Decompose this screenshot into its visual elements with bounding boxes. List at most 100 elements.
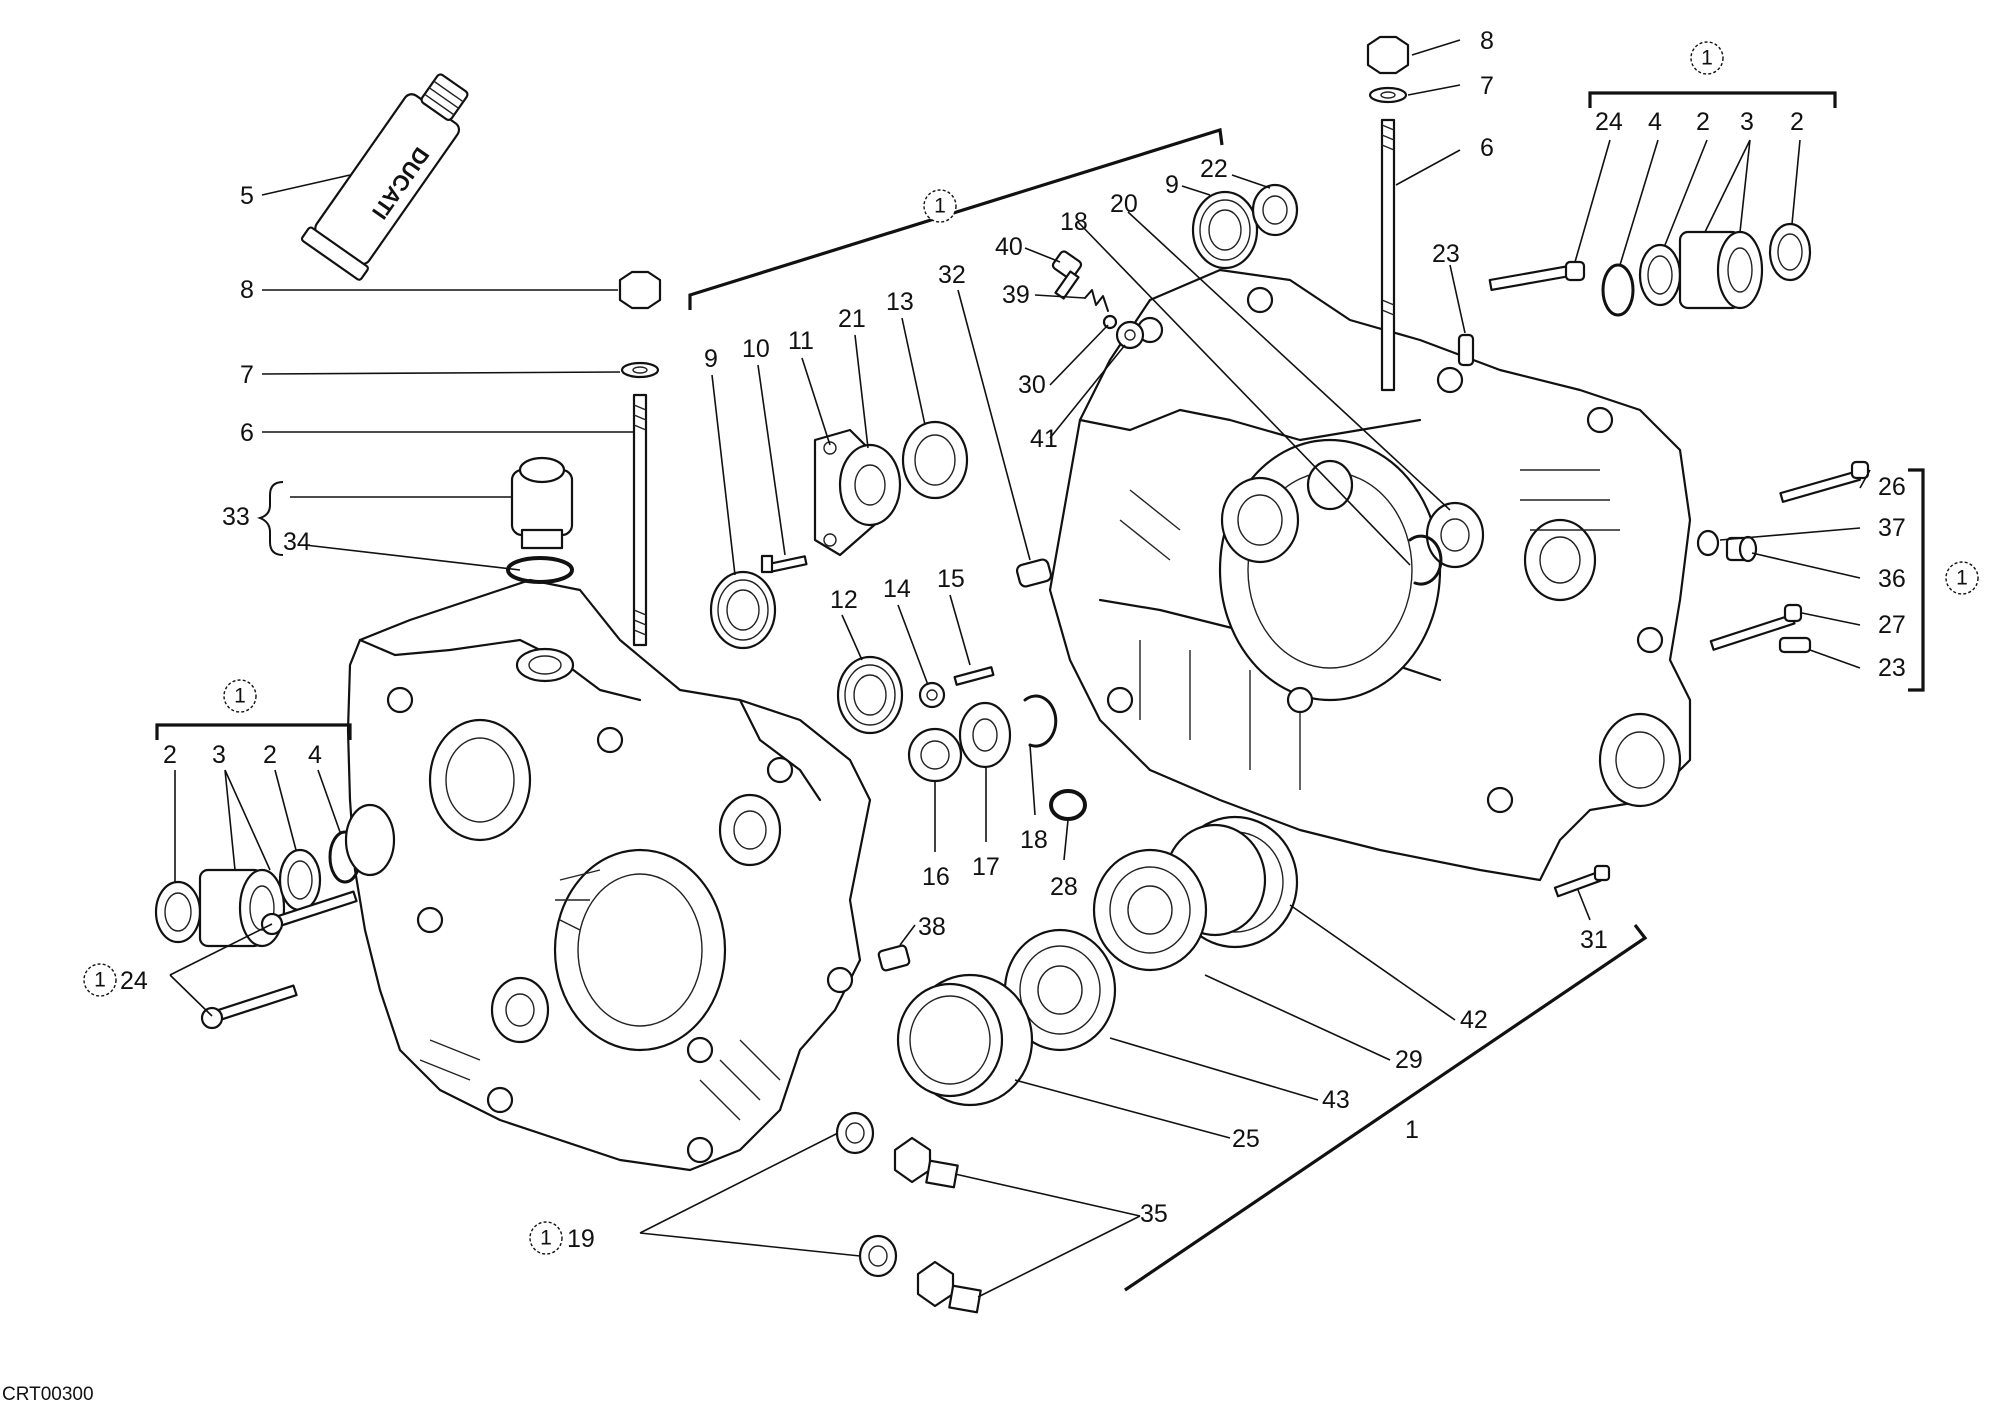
washer-19b-part[interactable] xyxy=(858,1234,898,1278)
callout-39: 39 xyxy=(1002,281,1030,309)
callout-2-right-a: 2 xyxy=(1696,108,1710,136)
callout-27: 27 xyxy=(1878,611,1906,639)
circlip-18b-part[interactable] xyxy=(1408,534,1443,586)
callout-34: 34 xyxy=(283,528,311,556)
bracket-right-side-kit xyxy=(1908,468,1925,692)
seal-16-part[interactable] xyxy=(907,727,963,783)
callout-4-right: 4 xyxy=(1648,108,1662,136)
callout-6-right: 6 xyxy=(1480,134,1494,162)
seal-22-part[interactable] xyxy=(1251,183,1299,237)
callout-6-left: 6 xyxy=(240,419,254,447)
callout-10: 10 xyxy=(742,335,770,363)
callout-5: 5 xyxy=(240,182,254,210)
brace-33-34 xyxy=(256,481,284,556)
sealant-tube-part[interactable]: DUCATI xyxy=(300,63,484,281)
spring-39-part[interactable] xyxy=(1084,289,1109,312)
dowel-23b-part[interactable] xyxy=(1778,636,1812,654)
circlip-18a-part[interactable] xyxy=(1023,694,1058,748)
kit-marker-right-side: 1 xyxy=(1945,561,1979,595)
callout-9-mid: 9 xyxy=(704,345,718,373)
plug-36-part[interactable] xyxy=(1725,535,1758,563)
leader-lines xyxy=(169,39,1871,1298)
left-crankcase-half[interactable] xyxy=(346,578,872,1172)
kit-marker-left-stack: 1 xyxy=(223,679,257,713)
breather-cap-part[interactable] xyxy=(510,456,574,550)
callout-7-right: 7 xyxy=(1480,72,1494,100)
callout-13: 13 xyxy=(886,288,914,316)
right-bolt-24-part[interactable] xyxy=(1488,260,1586,291)
washer-14-part[interactable] xyxy=(918,681,946,709)
callout-18-mid: 18 xyxy=(1020,826,1048,854)
callout-33: 33 xyxy=(222,503,250,531)
bearing-43-part[interactable] xyxy=(1003,928,1117,1052)
callout-23-right: 23 xyxy=(1878,654,1906,682)
left-bolt-24b[interactable] xyxy=(200,984,298,1030)
callout-1: 1 xyxy=(1405,1116,1419,1144)
callout-8-right: 8 xyxy=(1480,27,1494,55)
callout-24-left: 24 xyxy=(120,967,148,995)
callout-2-right-b: 2 xyxy=(1790,108,1804,136)
left-bearing-stack[interactable] xyxy=(154,803,396,948)
callout-30: 30 xyxy=(1018,371,1046,399)
screw-10-part[interactable] xyxy=(760,554,808,574)
callout-23-top: 23 xyxy=(1432,240,1460,268)
bolt-40-part[interactable] xyxy=(1051,250,1083,300)
callout-9-top: 9 xyxy=(1165,171,1179,199)
bolt-31-part[interactable] xyxy=(1553,864,1611,898)
bolt-27-part[interactable] xyxy=(1709,603,1803,651)
callout-41: 41 xyxy=(1030,425,1058,453)
bracket-bottom-kit xyxy=(1124,924,1648,1292)
kit-marker-label: 1 xyxy=(540,1227,552,1250)
callout-11: 11 xyxy=(788,327,814,355)
fitting-35b-part[interactable] xyxy=(916,1260,982,1314)
callout-2-left-a: 2 xyxy=(163,741,177,769)
fitting-35a-part[interactable] xyxy=(893,1136,959,1189)
seal-13-part[interactable] xyxy=(901,420,969,500)
callout-15: 15 xyxy=(937,565,965,593)
oring-34-part[interactable] xyxy=(506,556,574,584)
kit-marker-19: 1 xyxy=(529,1221,563,1255)
callout-12: 12 xyxy=(830,586,858,614)
left-stud-assembly[interactable] xyxy=(618,270,662,647)
callout-31: 31 xyxy=(1580,926,1608,954)
kit-marker-label: 1 xyxy=(234,685,246,708)
callout-26: 26 xyxy=(1878,473,1906,501)
figure-code: CRT00300 xyxy=(2,1384,94,1405)
callout-22: 22 xyxy=(1200,155,1228,183)
bolt-26-part[interactable] xyxy=(1779,460,1870,503)
bearing-12-part[interactable] xyxy=(836,655,904,735)
callout-3-left: 3 xyxy=(212,741,226,769)
right-crankcase-half[interactable] xyxy=(1048,268,1692,882)
bearing-17-part[interactable] xyxy=(958,701,1012,769)
dowel-32-part[interactable] xyxy=(1015,558,1053,588)
bush-25-part[interactable] xyxy=(896,973,1034,1107)
callout-7-left: 7 xyxy=(240,361,254,389)
callout-37: 37 xyxy=(1878,514,1906,542)
bearing-21-part[interactable] xyxy=(838,443,902,527)
plug-38-part[interactable] xyxy=(877,944,911,972)
bearing-20-part[interactable] xyxy=(1425,501,1485,569)
bearing-9b-part[interactable] xyxy=(1191,190,1259,270)
oring-28-part[interactable] xyxy=(1049,789,1087,821)
bearing-9a-part[interactable] xyxy=(709,570,777,650)
washer-41-part[interactable] xyxy=(1115,320,1145,350)
callout-43: 43 xyxy=(1322,1086,1350,1114)
callout-8-left: 8 xyxy=(240,276,254,304)
dowel-23a-part[interactable] xyxy=(1457,333,1475,367)
washer-37-part[interactable] xyxy=(1696,529,1720,557)
screw-15-part[interactable] xyxy=(953,666,995,686)
callout-36: 36 xyxy=(1878,565,1906,593)
callout-25: 25 xyxy=(1232,1125,1260,1153)
bracket-top-right-kit xyxy=(1588,91,1837,108)
callout-19: 19 xyxy=(567,1225,595,1253)
right-stud-assembly[interactable] xyxy=(1366,35,1410,392)
bracket-left-kit xyxy=(155,723,352,740)
washer-19a-part[interactable] xyxy=(835,1111,875,1155)
callout-14: 14 xyxy=(883,575,911,603)
callout-24-right: 24 xyxy=(1595,108,1623,136)
right-bearing-stack[interactable] xyxy=(1601,222,1812,317)
callout-4-left: 4 xyxy=(308,741,322,769)
callout-16: 16 xyxy=(922,863,950,891)
bearing-29-part[interactable] xyxy=(1092,848,1208,972)
